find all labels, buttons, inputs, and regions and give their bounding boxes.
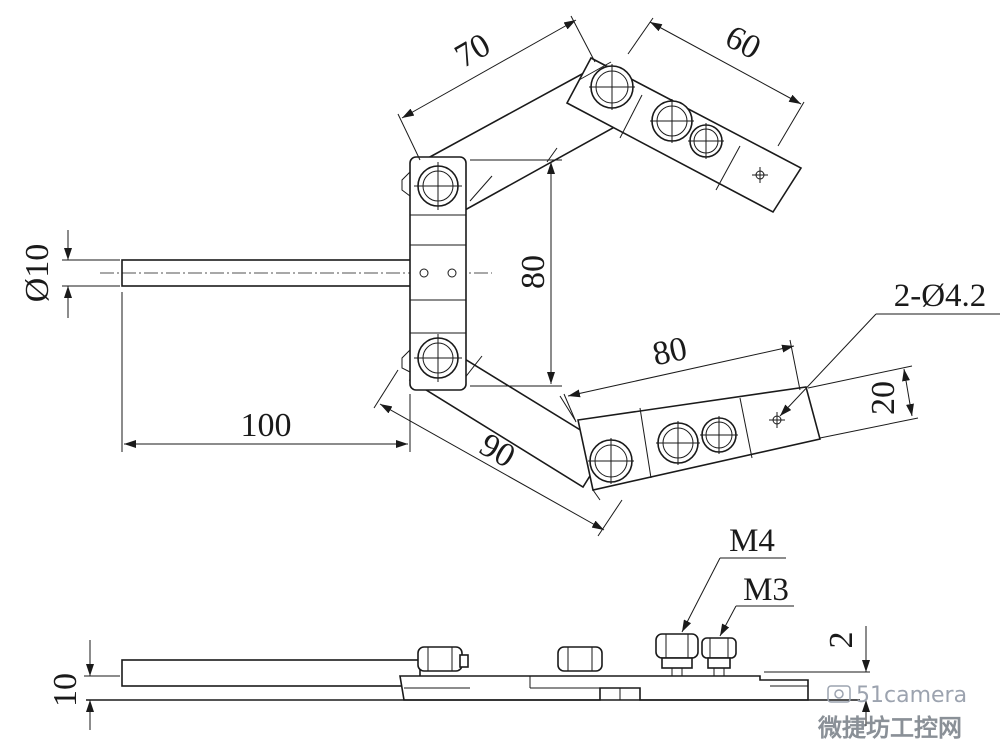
dimension-2: 2: [764, 626, 870, 726]
watermark-site: 51camera: [856, 683, 967, 708]
side-screw-m3: [701, 637, 737, 676]
m4-label: M4: [729, 523, 775, 559]
top-view: 70 60 80 Ø10 100: [19, 15, 1000, 537]
center-bracket: [401, 156, 467, 391]
m3-leader: M3: [719, 572, 794, 637]
camera-icon: [827, 685, 851, 703]
side-arm: [86, 675, 860, 701]
side-rod: [121, 659, 421, 687]
dim-20-label: 20: [865, 381, 902, 415]
side-screw-m4: [655, 633, 699, 676]
dim-70-label: 70: [449, 26, 497, 75]
upper-right-plate: [565, 56, 803, 214]
watermark: 51camera 微捷坊工控网: [817, 683, 967, 742]
dim-10-label: 10: [47, 673, 84, 707]
dimension-20: 20: [807, 365, 919, 439]
watermark-brand: 微捷坊工控网: [817, 714, 962, 742]
dimension-diameter: Ø10: [19, 230, 120, 318]
dim-diameter-label: Ø10: [19, 244, 56, 303]
lower-right-plate: [577, 386, 821, 501]
dim-80-vertical-label: 80: [515, 255, 552, 289]
side-screw-1: [417, 646, 469, 672]
side-screw-2: [557, 646, 603, 672]
holes-label: 2-Ø4.2: [894, 278, 987, 314]
m3-label: M3: [743, 572, 789, 608]
dim-2-label: 2: [823, 632, 860, 649]
dim-80-angled-label: 80: [649, 330, 690, 373]
side-view: M4 M3 10 2: [47, 523, 870, 730]
dim-100-label: 100: [241, 407, 292, 444]
dim-60-label: 60: [719, 18, 766, 67]
holes-leader: 2-Ø4.2: [779, 278, 1000, 417]
m4-leader: M4: [681, 523, 786, 633]
dimension-100: 100: [121, 292, 411, 452]
dimension-80-vertical: 80: [470, 159, 562, 387]
dimension-10: 10: [47, 640, 120, 730]
dimension-80-angled: 80: [563, 330, 801, 423]
